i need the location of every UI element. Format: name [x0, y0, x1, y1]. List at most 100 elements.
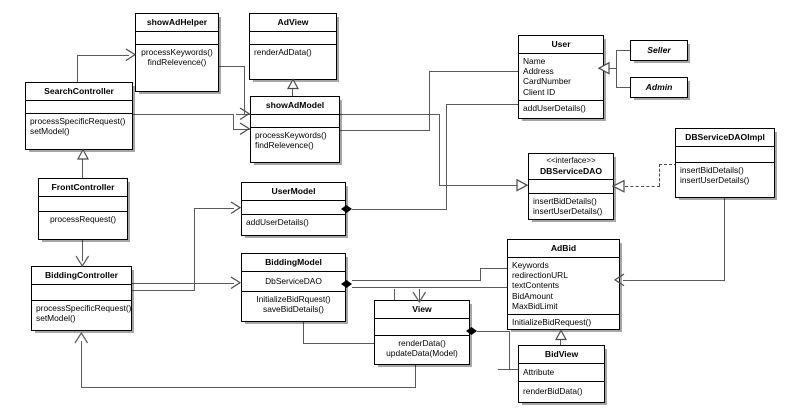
- edge-selleradmin-user-stub: [608, 68, 617, 70]
- class-attrs-frontcontroller: [39, 196, 127, 211]
- edge-biddingmodel-view-v1: [303, 322, 305, 344]
- attribute: BidAmount: [512, 290, 553, 301]
- class-attrs-biddingcontroller: [32, 284, 131, 300]
- class-box-usermodel[interactable]: UserModel addUserDetails(): [241, 182, 346, 236]
- operation: InitializeBidRquest(): [256, 294, 331, 305]
- operation: addUserDetails(): [246, 217, 309, 227]
- edge-view-biddingcontroller-v2: [81, 341, 83, 388]
- attribute: redirectionURL: [512, 270, 568, 281]
- class-box-seller[interactable]: Seller: [630, 40, 688, 61]
- class-box-bidview[interactable]: BidView Attribute renderBidData(): [518, 345, 605, 403]
- edge-showadmodel-user-h1: [340, 130, 430, 132]
- edge-showadmodel-user-v: [429, 71, 431, 131]
- class-box-frontcontroller[interactable]: FrontController processRequest(): [38, 178, 128, 240]
- attribute: DbServiceDAO: [265, 276, 322, 286]
- class-box-showadmodel[interactable]: showAdModel processKeywords() findReleve…: [250, 96, 340, 163]
- edge-usermodel-user-h2: [446, 104, 519, 106]
- class-box-searchcontroller[interactable]: SearchController processSpecificRequest(…: [25, 82, 133, 150]
- class-box-showadhelper[interactable]: showAdHelper processKeywords() findRelev…: [135, 13, 219, 92]
- attribute: CardNumber: [523, 76, 571, 87]
- class-attrs-searchcontroller: [26, 100, 132, 113]
- edge-showadmodel-adview-v: [292, 87, 294, 97]
- edge-showadmodel-user-h2: [429, 71, 519, 73]
- class-name-dbservicedao: <<interface>> DBServiceDAO: [529, 154, 613, 179]
- class-name-biddingmodel: BiddingModel: [265, 257, 322, 267]
- class-box-admin[interactable]: Admin: [630, 77, 688, 98]
- edge-view-biddingcontroller-h: [81, 387, 416, 389]
- class-attrs-user: Name Address CardNumber Client ID: [519, 53, 603, 100]
- class-attrs-dbservicedaoimpl: [676, 146, 774, 162]
- attribute: Keywords: [512, 260, 549, 270]
- arrowhead-usermodel-left: [230, 201, 242, 215]
- edge-view-biddingcontroller-v1: [415, 365, 417, 388]
- class-ops-view: renderData() updateData(Model): [375, 335, 469, 361]
- class-box-view[interactable]: View renderData() updateData(Model): [374, 300, 470, 365]
- arrowhead-showadhelper-left: [125, 48, 137, 62]
- arrowhead-showadmodel-upper-left: [239, 107, 251, 121]
- class-attrs-adview: [250, 31, 336, 44]
- edge-showadhelper-showadmodel-h1: [218, 66, 245, 68]
- arrowhead-view-top: [412, 291, 427, 304]
- class-name-usermodel: UserModel: [271, 186, 316, 196]
- class-name-seller: Seller: [647, 45, 671, 55]
- edge-searchcontroller-showadmodel-v: [233, 114, 235, 130]
- class-name-user: User: [551, 39, 571, 49]
- edge-searchcontroller-showadhelper-v: [77, 55, 79, 83]
- operation: setModel(): [36, 313, 76, 324]
- class-attrs-bidview: Attribute: [519, 363, 604, 381]
- class-ops-adview: renderAdData(): [250, 44, 336, 60]
- edge-biddingmodel-adbid-v1: [480, 268, 482, 281]
- operation: saveBidDetails(): [263, 304, 324, 315]
- class-box-biddingcontroller[interactable]: BiddingController processSpecificRequest…: [31, 266, 132, 331]
- class-ops-dbservicedaoimpl: insertBidDetails() insertUserDetails(): [676, 162, 774, 188]
- class-name-showadhelper: showAdHelper: [146, 17, 208, 27]
- class-box-dbservicedao[interactable]: <<interface>> DBServiceDAO insertBidDeta…: [528, 153, 614, 220]
- class-attrs-dbservicedao: [529, 178, 613, 193]
- operation: processSpecificRequest(): [30, 116, 126, 126]
- edge-frontcontroller-biddingcontroller-v: [82, 240, 84, 261]
- edge-biddingmodel-view-v3: [419, 289, 421, 300]
- operation: insertBidDetails(): [533, 195, 597, 206]
- generalization-arrow-adbid: [554, 329, 568, 341]
- class-name-dbservicedaoimpl: DBServiceDAOImpl: [685, 132, 765, 142]
- class-name-frontcontroller: FrontController: [51, 182, 115, 192]
- operation: processRequest(): [49, 214, 117, 224]
- edge-biddingmodel-adbid-h1: [352, 280, 481, 282]
- edge-biddingcontroller-biddingmodel-h: [131, 283, 234, 285]
- class-attrs-showadhelper: [136, 31, 218, 44]
- operation: findRelevence(): [147, 57, 207, 68]
- arrowhead-biddingcontroller-bottom: [74, 331, 89, 345]
- edge-view-bidview-h2: [498, 369, 519, 371]
- edge-frontcontroller-searchcontroller-v: [82, 158, 84, 178]
- edge-view-bidview-h1: [477, 331, 510, 333]
- class-box-dbservicedaoimpl[interactable]: DBServiceDAOImpl insertBidDetails() inse…: [675, 128, 775, 198]
- class-name-showadmodel: showAdModel: [265, 100, 325, 110]
- operation: renderAdData(): [254, 47, 312, 57]
- operation: renderData(): [398, 338, 446, 348]
- class-name-adview: AdView: [277, 17, 309, 27]
- composition-diamond-view: [466, 327, 477, 335]
- class-ops-biddingmodel: InitializeBidRquest() saveBidDetails(): [242, 291, 345, 317]
- class-attrs-view: [375, 318, 469, 335]
- edge-biddingmodel-adbid-h3: [352, 287, 493, 289]
- operation: processKeywords(): [255, 130, 327, 140]
- edge-searchcontroller-showadhelper-h: [77, 55, 129, 57]
- composition-diamond-usermodel: [341, 205, 352, 213]
- class-attrs-showadmodel: [251, 114, 339, 127]
- arrowhead-adbid-right: [613, 273, 626, 287]
- class-box-user[interactable]: User Name Address CardNumber Client ID a…: [518, 35, 604, 119]
- operation: updateData(Model): [386, 348, 458, 359]
- class-box-adbid[interactable]: AdBid Keywords redirectionURL textConten…: [507, 239, 620, 330]
- edge-biddingmodel-adbid-h2: [480, 268, 507, 270]
- class-ops-usermodel: addUserDetails(): [242, 214, 345, 230]
- arrowhead-showadmodel-lower-left: [239, 122, 251, 136]
- class-box-adview[interactable]: AdView renderAdData(): [249, 13, 337, 80]
- edge-biddingcontroller-usermodel-h1: [131, 290, 195, 292]
- attribute: Client ID: [523, 86, 556, 97]
- edge-usermodel-user-h1: [352, 209, 447, 211]
- edge-showadmodel-dbservicedao-h2: [439, 185, 521, 187]
- edge-searchcontroller-showadmodel-h2: [233, 129, 250, 131]
- class-box-biddingmodel[interactable]: BiddingModel DbServiceDAO InitializeBidR…: [241, 253, 346, 322]
- class-name-adbid: AdBid: [550, 243, 577, 253]
- class-name-searchcontroller: SearchController: [44, 86, 114, 96]
